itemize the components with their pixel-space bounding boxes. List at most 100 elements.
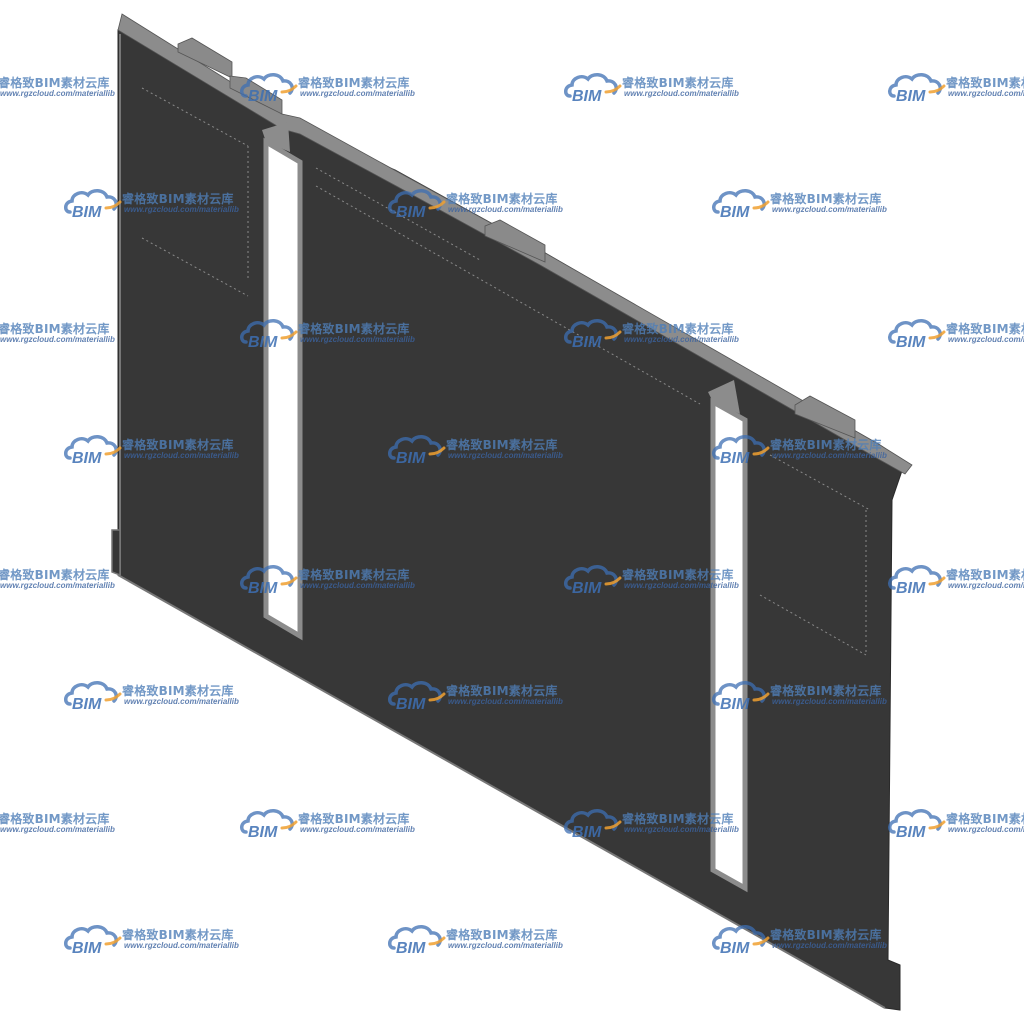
- watermark-url: www.rgzcloud.com/materiallib: [0, 89, 115, 98]
- watermark: BIM 睿格致BIM素材云库 www.rgzcloud.com/material…: [562, 70, 762, 106]
- watermark-url: www.rgzcloud.com/materiallib: [0, 335, 115, 344]
- watermark-brand: 睿格致BIM素材云库: [622, 568, 734, 582]
- watermark-brand: 睿格致BIM素材云库: [122, 438, 234, 452]
- watermark-brand: 睿格致BIM素材云库: [122, 684, 234, 698]
- svg-text:BIM: BIM: [720, 204, 750, 221]
- watermark-url: www.rgzcloud.com/materiallib: [448, 205, 563, 214]
- svg-text:BIM: BIM: [396, 696, 426, 713]
- watermark-url: www.rgzcloud.com/materiallib: [448, 697, 563, 706]
- watermark-brand: 睿格致BIM素材云库: [946, 812, 1024, 826]
- bim-cloud-logo-icon: BIM: [564, 809, 622, 841]
- watermark-brand: 睿格致BIM素材云库: [946, 76, 1024, 90]
- watermark: BIM 睿格致BIM素材云库 www.rgzcloud.com/material…: [62, 186, 262, 222]
- watermark: BIM 睿格致BIM素材云库 www.rgzcloud.com/material…: [886, 70, 1024, 106]
- watermark-brand: 睿格致BIM素材云库: [622, 76, 734, 90]
- bim-cloud-logo-icon: BIM: [64, 925, 122, 957]
- bim-cloud-logo-icon: BIM: [64, 435, 122, 467]
- svg-text:BIM: BIM: [896, 334, 926, 351]
- watermark-url: www.rgzcloud.com/materiallib: [124, 205, 239, 214]
- svg-text:BIM: BIM: [72, 450, 102, 467]
- watermark-url: www.rgzcloud.com/materiallib: [624, 581, 739, 590]
- watermark-url: www.rgzcloud.com/materiallib: [0, 825, 115, 834]
- bim-cloud-logo-icon: BIM: [564, 565, 622, 597]
- watermark-brand: 睿格致BIM素材云库: [446, 684, 558, 698]
- svg-text:BIM: BIM: [572, 824, 602, 841]
- watermark-brand: 睿格致BIM素材云库: [770, 192, 882, 206]
- svg-text:BIM: BIM: [896, 580, 926, 597]
- watermark-brand: 睿格致BIM素材云库: [770, 928, 882, 942]
- bim-cloud-logo-icon: BIM: [240, 809, 298, 841]
- svg-text:BIM: BIM: [572, 580, 602, 597]
- bim-cloud-logo-icon: BIM: [388, 681, 446, 713]
- bim-cloud-logo-icon: BIM: [240, 319, 298, 351]
- watermark: BIM 睿格致BIM素材云库 www.rgzcloud.com/material…: [238, 70, 438, 106]
- watermark: BIM 睿格致BIM素材云库 www.rgzcloud.com/material…: [0, 70, 138, 106]
- bottom-edge: [117, 574, 886, 1009]
- watermark: BIM 睿格致BIM素材云库 www.rgzcloud.com/material…: [562, 562, 762, 598]
- watermark: BIM 睿格致BIM素材云库 www.rgzcloud.com/material…: [710, 678, 910, 714]
- svg-text:BIM: BIM: [248, 88, 278, 105]
- watermark-url: www.rgzcloud.com/materiallib: [772, 697, 887, 706]
- bim-cloud-logo-icon: BIM: [388, 189, 446, 221]
- watermark-brand: 睿格致BIM素材云库: [622, 812, 734, 826]
- watermark-brand: 睿格致BIM素材云库: [122, 192, 234, 206]
- watermark-brand: 睿格致BIM素材云库: [770, 438, 882, 452]
- watermark-brand: 睿格致BIM素材云库: [298, 568, 410, 582]
- bim-cloud-logo-icon: BIM: [564, 73, 622, 105]
- wall-panel-face: [117, 29, 906, 1011]
- top-tab-right: [794, 395, 856, 439]
- watermark-url: www.rgzcloud.com/materiallib: [948, 335, 1024, 344]
- bim-cloud-logo-icon: BIM: [712, 435, 770, 467]
- watermark-url: www.rgzcloud.com/materiallib: [624, 335, 739, 344]
- watermark-url: www.rgzcloud.com/materiallib: [0, 581, 115, 590]
- svg-text:BIM: BIM: [720, 940, 750, 957]
- watermark: BIM 睿格致BIM素材云库 www.rgzcloud.com/material…: [238, 562, 438, 598]
- watermark: BIM 睿格致BIM素材云库 www.rgzcloud.com/material…: [0, 562, 138, 598]
- svg-text:BIM: BIM: [572, 334, 602, 351]
- watermark: BIM 睿格致BIM素材云库 www.rgzcloud.com/material…: [886, 562, 1024, 598]
- watermark: BIM 睿格致BIM素材云库 www.rgzcloud.com/material…: [710, 432, 910, 468]
- watermark: BIM 睿格致BIM素材云库 www.rgzcloud.com/material…: [886, 806, 1024, 842]
- svg-text:BIM: BIM: [248, 580, 278, 597]
- watermark: BIM 睿格致BIM素材云库 www.rgzcloud.com/material…: [710, 922, 910, 958]
- watermark-url: www.rgzcloud.com/materiallib: [772, 205, 887, 214]
- watermark-brand: 睿格致BIM素材云库: [622, 322, 734, 336]
- watermark-brand: 睿格致BIM素材云库: [298, 812, 410, 826]
- svg-text:BIM: BIM: [396, 450, 426, 467]
- watermark-brand: 睿格致BIM素材云库: [0, 76, 110, 90]
- svg-text:BIM: BIM: [896, 824, 926, 841]
- watermark-url: www.rgzcloud.com/materiallib: [300, 335, 415, 344]
- watermark: BIM 睿格致BIM素材云库 www.rgzcloud.com/material…: [386, 678, 586, 714]
- watermark-brand: 睿格致BIM素材云库: [0, 812, 110, 826]
- bim-cloud-logo-icon: BIM: [64, 681, 122, 713]
- bim-cloud-logo-icon: BIM: [64, 189, 122, 221]
- svg-text:BIM: BIM: [248, 334, 278, 351]
- bim-cloud-logo-icon: BIM: [888, 319, 946, 351]
- bim-cloud-logo-icon: BIM: [388, 435, 446, 467]
- corbel-right: [708, 380, 740, 414]
- watermark: BIM 睿格致BIM素材云库 www.rgzcloud.com/material…: [62, 432, 262, 468]
- watermark-url: www.rgzcloud.com/materiallib: [772, 451, 887, 460]
- watermark: BIM 睿格致BIM素材云库 www.rgzcloud.com/material…: [386, 922, 586, 958]
- slot-opening-left: [263, 137, 303, 641]
- watermark-brand: 睿格致BIM素材云库: [770, 684, 882, 698]
- svg-text:BIM: BIM: [896, 88, 926, 105]
- watermark-brand: 睿格致BIM素材云库: [298, 322, 410, 336]
- watermark-url: www.rgzcloud.com/materiallib: [448, 451, 563, 460]
- bim-cloud-logo-icon: BIM: [564, 319, 622, 351]
- watermark-url: www.rgzcloud.com/materiallib: [948, 581, 1024, 590]
- bim-cloud-logo-icon: BIM: [888, 809, 946, 841]
- bim-cloud-logo-icon: BIM: [888, 565, 946, 597]
- watermark: BIM 睿格致BIM素材云库 www.rgzcloud.com/material…: [886, 316, 1024, 352]
- watermark-brand: 睿格致BIM素材云库: [122, 928, 234, 942]
- watermark: BIM 睿格致BIM素材云库 www.rgzcloud.com/material…: [562, 316, 762, 352]
- svg-text:BIM: BIM: [720, 450, 750, 467]
- watermark: BIM 睿格致BIM素材云库 www.rgzcloud.com/material…: [238, 316, 438, 352]
- watermark-url: www.rgzcloud.com/materiallib: [772, 941, 887, 950]
- watermark-brand: 睿格致BIM素材云库: [946, 568, 1024, 582]
- watermark: BIM 睿格致BIM素材云库 www.rgzcloud.com/material…: [562, 806, 762, 842]
- bim-cloud-logo-icon: BIM: [712, 189, 770, 221]
- watermark-brand: 睿格致BIM素材云库: [0, 568, 110, 582]
- watermark-brand: 睿格致BIM素材云库: [946, 322, 1024, 336]
